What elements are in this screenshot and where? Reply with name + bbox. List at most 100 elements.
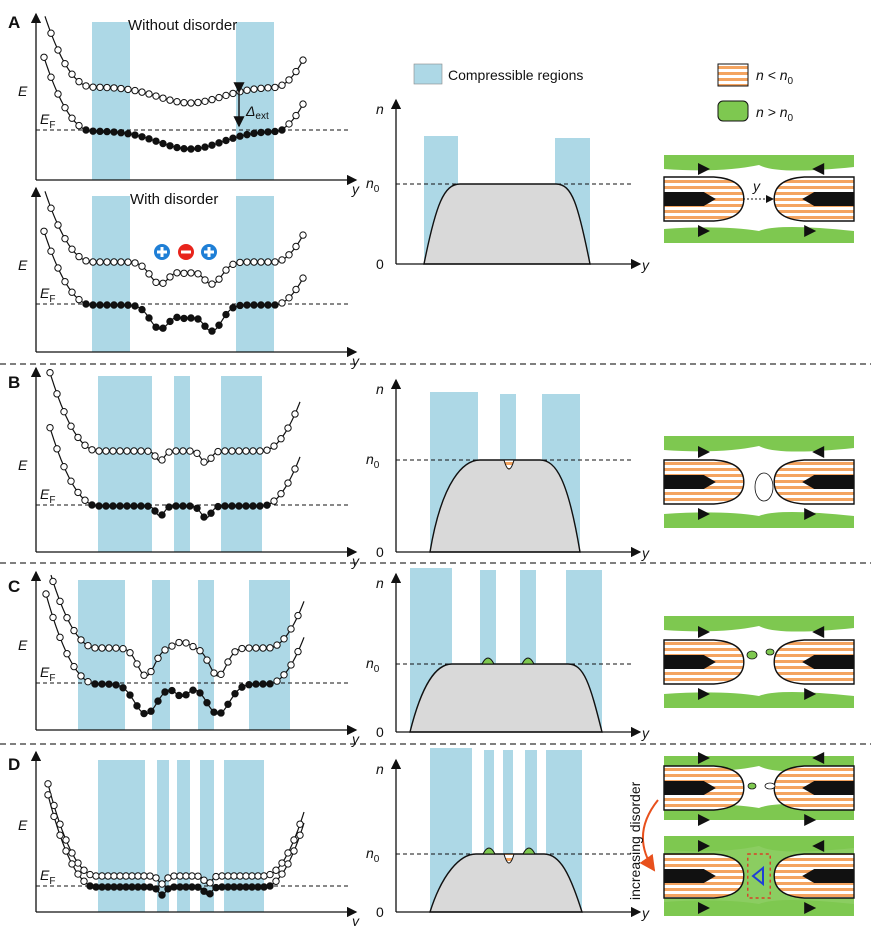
empty-state-dot [84,641,92,650]
empty-state-dot [46,423,54,432]
empty-state-dot [278,299,286,307]
empty-state-dot [158,456,166,464]
filled-state-dot [165,503,173,511]
empty-state-dot [264,258,272,266]
filled-state-dot [186,502,194,510]
empty-state-dot [290,836,298,844]
filled-state-dot [256,502,264,510]
filled-state-dot [117,129,125,137]
empty-state-dot [180,269,188,277]
filled-state-dot [236,883,244,891]
empty-state-dot [291,465,299,473]
empty-state-dot [299,100,307,108]
filled-state-dot [231,690,239,698]
empty-state-dot [124,85,132,94]
fermi-energy-label-sub: F [49,495,55,506]
filled-state-dot [215,139,223,147]
filled-state-dot [238,683,246,691]
empty-state-dot [60,462,68,471]
empty-state-dot [146,872,154,880]
legend-compressible-label: Compressible regions [448,67,583,83]
puddle [746,650,758,660]
filled-state-dot [208,327,216,335]
filled-state-dot [182,691,190,699]
fermi-energy-label-sub: F [49,673,55,684]
filled-state-dot [278,126,286,134]
empty-state-dot [105,644,113,652]
filled-state-dot [117,301,125,309]
density-bump [522,847,536,855]
empty-state-dot [159,94,167,102]
empty-state-dot [222,91,230,100]
compressible-region [157,760,169,912]
empty-state-dot [67,422,75,430]
charge-markers [154,244,217,260]
n0-label: n0 [366,845,380,865]
green-edge-bottom [664,227,854,243]
empty-state-dot [175,638,183,647]
empty-state-dot [47,204,55,212]
empty-state-dot [134,872,142,880]
filled-state-dot [222,136,230,145]
empty-state-dot [292,242,300,251]
filled-state-dot [176,883,184,891]
empty-state-dot [40,227,48,235]
empty-state-dot [273,677,281,685]
filled-state-dot [137,502,145,510]
filled-state-dot [259,680,267,688]
compressible-region [152,580,170,730]
filled-state-dot [236,132,244,140]
filled-state-dot [103,127,111,136]
filled-state-dot [116,883,124,891]
empty-state-dot [75,121,83,130]
y-axis-label: y [641,545,650,561]
empty-state-dot [228,447,236,455]
empty-state-dot [224,658,232,666]
empty-state-dot [81,496,89,504]
filled-state-dot [212,883,220,892]
filled-state-dot [109,502,117,510]
density-bump [481,657,495,665]
empty-state-dot [123,447,131,455]
empty-state-dot [284,860,292,868]
filled-state-dot [130,502,138,510]
empty-state-dot [86,870,94,879]
compressible-region [198,580,214,730]
filled-state-dot [138,305,146,314]
zero-label: 0 [376,256,384,272]
empty-state-dot [252,644,260,652]
empty-state-dot [248,872,256,880]
empty-state-dot [256,447,264,455]
arrow-right-bottom [804,902,817,914]
fermi-energy-label-sub: F [49,294,55,305]
percolation-loop [747,853,771,899]
empty-state-dot [194,872,202,880]
compressible-region [174,376,190,552]
filled-state-dot [196,689,204,697]
energy-axis-label: E [18,457,28,473]
fermi-energy-label: EF [40,111,55,131]
empty-state-dot [207,454,215,462]
filled-state-dot [189,686,197,694]
density-axis-label: n [376,761,384,777]
filled-state-dot [91,680,99,688]
y-axis-label: y [641,725,650,741]
empty-state-dot [147,667,155,676]
empty-state-dot [266,870,274,879]
zero-label: 0 [376,724,384,740]
density-bump [521,657,535,665]
filled-state-dot [243,301,251,309]
filled-state-dot [229,134,237,142]
filled-state-dot [271,301,279,309]
empty-state-dot [54,90,62,98]
empty-state-dot [264,84,272,92]
empty-state-dot [210,669,218,677]
y-axis-label: y [351,553,360,569]
empty-state-dot [173,269,181,277]
n0-label-sub: 0 [374,854,380,865]
empty-state-dot [229,260,237,269]
filled-state-dot [206,890,214,898]
empty-state-dot [82,257,90,265]
